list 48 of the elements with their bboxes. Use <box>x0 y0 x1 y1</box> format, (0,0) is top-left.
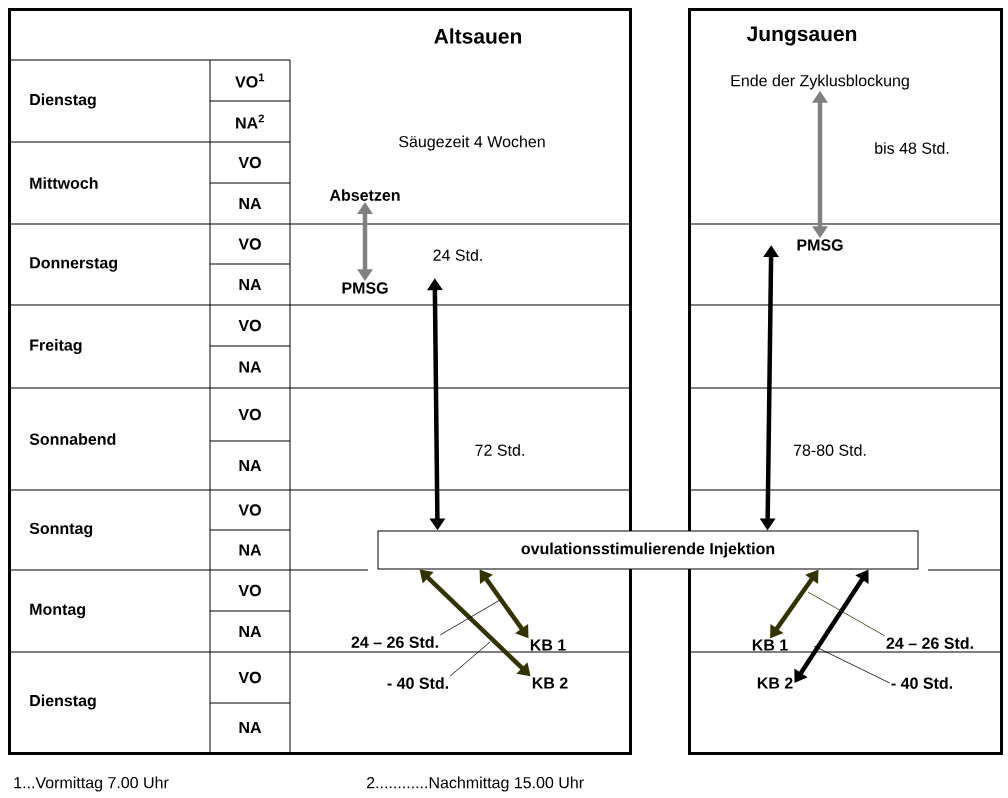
edge-label: bis 48 Std. <box>873 141 951 155</box>
edge-label: 72 Std. <box>473 443 527 457</box>
time-label: NA <box>239 722 262 733</box>
event-label: KB 2 <box>757 677 793 689</box>
day-label: Mittwoch <box>30 177 98 189</box>
time-label: VO <box>238 319 261 332</box>
day-label: Sonnabend <box>29 433 116 445</box>
leader-line <box>807 591 886 637</box>
edge-label: 78-80 Std. <box>792 443 868 457</box>
event-label: Ende der Zyklusblockung <box>731 74 909 90</box>
time-label: NA <box>239 626 262 637</box>
time-label: VO <box>238 156 261 169</box>
leader-line <box>449 641 491 677</box>
note-text: Säugezeit 4 Wochen <box>399 135 545 151</box>
duration-label: 24 – 26 Std. <box>351 636 438 648</box>
event-label: KB 1 <box>752 639 788 651</box>
time-label: VO$^{1}$ <box>235 73 265 88</box>
leader-line <box>813 645 891 684</box>
injection-box: ovulationsstimulierende Injektion <box>377 530 919 570</box>
time-label: NA <box>239 361 262 373</box>
event-label: PMSG <box>797 239 843 251</box>
event-label: KB 1 <box>530 639 566 651</box>
day-label: Donnerstag <box>30 257 118 272</box>
footnote: 1...Vormittag 7.00 Uhr <box>14 776 169 792</box>
time-label: VO <box>238 504 261 516</box>
time-label: NA <box>239 460 262 471</box>
time-label: NA$^{2}$ <box>236 114 264 129</box>
duration-label: - 40 Std. <box>387 677 448 689</box>
time-label: VO <box>238 671 261 684</box>
day-label: Sonntag <box>29 522 93 538</box>
event-label: Absetzen <box>329 189 400 201</box>
day-label: Montag <box>30 603 85 619</box>
footnote: 2............Nachmittag 15.00 Uhr <box>367 776 584 792</box>
event-label: PMSG <box>342 282 388 294</box>
time-label: NA <box>239 279 262 290</box>
duration-label: - 40 Std. <box>891 677 952 689</box>
time-label: VO <box>238 408 261 421</box>
time-label: NA <box>239 198 262 209</box>
day-label: Freitag <box>30 339 82 354</box>
leader-line <box>439 599 501 636</box>
day-label: Dienstag <box>30 694 96 710</box>
time-label: VO <box>238 238 261 250</box>
time-label: NA <box>239 544 262 556</box>
duration-label: 24 – 26 Std. <box>886 637 973 649</box>
event-label: KB 2 <box>532 677 568 689</box>
edge-label: 24 Std. <box>431 248 485 262</box>
time-label: VO <box>238 584 261 597</box>
day-label: Dienstag <box>30 93 96 109</box>
